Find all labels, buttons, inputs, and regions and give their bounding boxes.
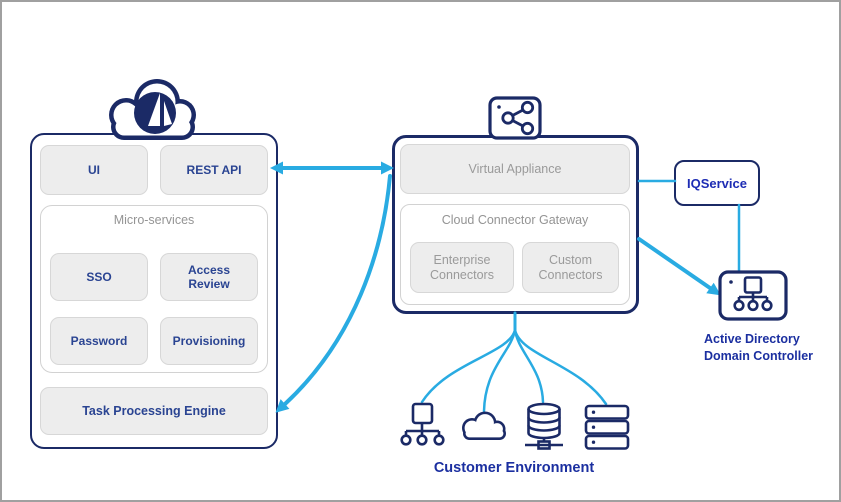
database-icon: [525, 402, 563, 450]
appliance-ad-link: [637, 237, 712, 290]
sitemap-icon: [400, 402, 445, 446]
password-label: Password: [70, 333, 128, 348]
domain-controller-icon: [718, 270, 788, 321]
cloud-icon: [462, 411, 506, 440]
fan-to-sitemap: [420, 328, 517, 404]
password-box: Password: [50, 317, 148, 365]
cloud-connector-gateway-title: Cloud Connector Gateway: [441, 213, 589, 227]
arrowhead-ad: [706, 282, 721, 296]
ui-label: UI: [88, 162, 100, 177]
enterprise-connectors-label: Enterprise Connectors: [430, 252, 494, 282]
task-processing-engine-box: Task Processing Engine: [40, 387, 268, 435]
fan-to-servers: [513, 328, 608, 406]
sso-box: SSO: [50, 253, 148, 301]
active-directory-label-line1: Active Directory: [704, 332, 800, 346]
task-processing-engine-label: Task Processing Engine: [82, 403, 226, 418]
iqservice-box: IQService: [674, 160, 760, 206]
sail-shape: [148, 93, 160, 126]
access-review-label: Access Review: [187, 262, 231, 291]
rest-api-label: REST API: [186, 162, 242, 177]
sailpoint-cloud-icon: [109, 79, 196, 140]
fan-to-cloud: [482, 328, 517, 413]
fan-to-database: [513, 328, 545, 404]
iqservice-label: IQService: [687, 175, 747, 191]
share-network-icon: [488, 96, 542, 140]
sso-label: SSO: [86, 269, 112, 284]
enterprise-connectors-box: Enterprise Connectors: [410, 242, 514, 293]
active-directory-label: Active Directory Domain Controller: [704, 331, 813, 365]
customer-environment-label: Customer Environment: [433, 460, 595, 476]
appliance-task-engine-curve: [283, 174, 392, 406]
provisioning-label: Provisioning: [172, 333, 246, 348]
sailpoint-logo-circle: [134, 92, 176, 134]
rest-api-box: REST API: [160, 145, 268, 195]
access-review-box: Access Review: [160, 253, 258, 301]
custom-connectors-box: Custom Connectors: [522, 242, 619, 293]
virtual-appliance-box: Virtual Appliance: [400, 144, 630, 194]
sail-shape-2: [164, 101, 172, 126]
provisioning-box: Provisioning: [160, 317, 258, 365]
microservices-title: Micro-services: [113, 213, 195, 227]
custom-connectors-label: Custom Connectors: [538, 252, 603, 282]
active-directory-label-line2: Domain Controller: [704, 349, 814, 363]
virtual-appliance-label: Virtual Appliance: [468, 161, 562, 176]
server-stack-icon: [584, 404, 630, 450]
ui-box: UI: [40, 145, 148, 195]
